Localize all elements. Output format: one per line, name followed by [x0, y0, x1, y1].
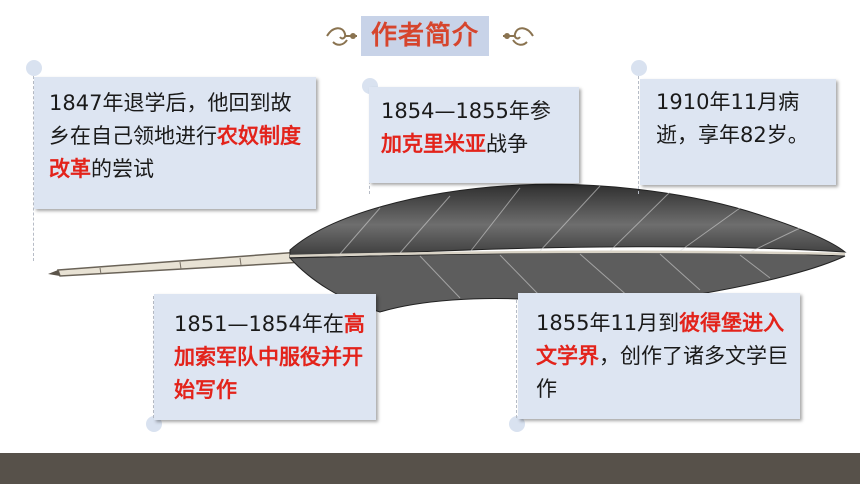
card-1855-text-end: ，创作了诸多文学巨作 [536, 344, 788, 401]
card-1854: 1854—1855年参加克里米亚战争 [369, 87, 579, 183]
card-dot [26, 60, 42, 76]
card-1847-highlight: 农奴制度改革 [49, 124, 301, 181]
title-box: 作者简介 [361, 16, 489, 56]
card-1847: 1847年退学后，他回到故乡在自己领地进行农奴制度改革的尝试 [34, 77, 316, 209]
card-dot [509, 416, 525, 432]
card-dot [631, 60, 647, 76]
card-1854-text-end: 战争 [486, 132, 528, 156]
card-1854-text: 1854—1855年参 [381, 99, 551, 123]
card-dot [146, 416, 162, 432]
page-title: 作者简介 [370, 21, 479, 51]
card-1910-text: 1910年11月病逝，享年82岁。 [656, 90, 809, 147]
card-1910: 1910年11月病逝，享年82岁。 [640, 79, 836, 185]
card-1851-highlight: 高加索军队中服役并开始写作 [174, 312, 365, 402]
card-connector [33, 76, 34, 261]
card-connector [638, 76, 639, 194]
card-connector [516, 300, 517, 418]
card-1847-text: 1847年退学后，他回到故乡在自己领地进行 [49, 91, 292, 148]
card-1855-highlight: 彼得堡进入文学界 [536, 311, 785, 368]
card-1855-text: 1855年11月到 [536, 311, 680, 335]
card-1851: 1851—1854年在高加索军队中服役并开始写作 [154, 294, 376, 420]
bottom-bar [0, 453, 860, 484]
card-1854-highlight: 加克里米亚 [381, 132, 486, 156]
card-1855: 1855年11月到彼得堡进入文学界，创作了诸多文学巨作 [518, 293, 800, 419]
left-ornament-icon [326, 27, 357, 46]
card-connector [153, 296, 154, 418]
card-1851-text: 1851—1854年在 [174, 312, 344, 336]
card-1847-text-end: 的尝试 [91, 157, 154, 181]
right-ornament-icon [503, 27, 534, 46]
title-banner: 作者简介 [325, 14, 535, 58]
